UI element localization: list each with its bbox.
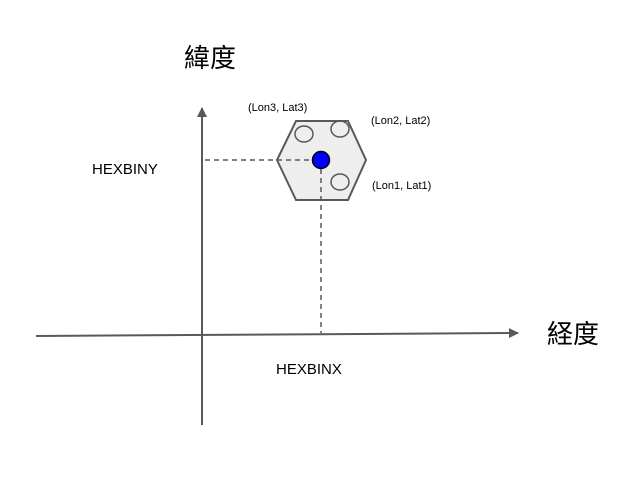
point2-marker xyxy=(330,120,350,138)
point2-label: (Lon2, Lat2) xyxy=(371,115,431,127)
point1-marker xyxy=(330,173,350,191)
hexbin-x-label: HEXBINX xyxy=(276,361,342,378)
point3-label: (Lon3, Lat3) xyxy=(248,102,308,114)
point3-marker xyxy=(294,125,314,143)
hexbin-center-point xyxy=(311,150,331,170)
x-axis xyxy=(35,328,519,339)
hexbin-y-label: HEXBINY xyxy=(92,161,158,178)
point1-label: (Lon1, Lat1) xyxy=(372,180,432,192)
y-axis-title: 緯度 xyxy=(184,44,237,74)
x-axis-title: 経度 xyxy=(547,320,600,350)
